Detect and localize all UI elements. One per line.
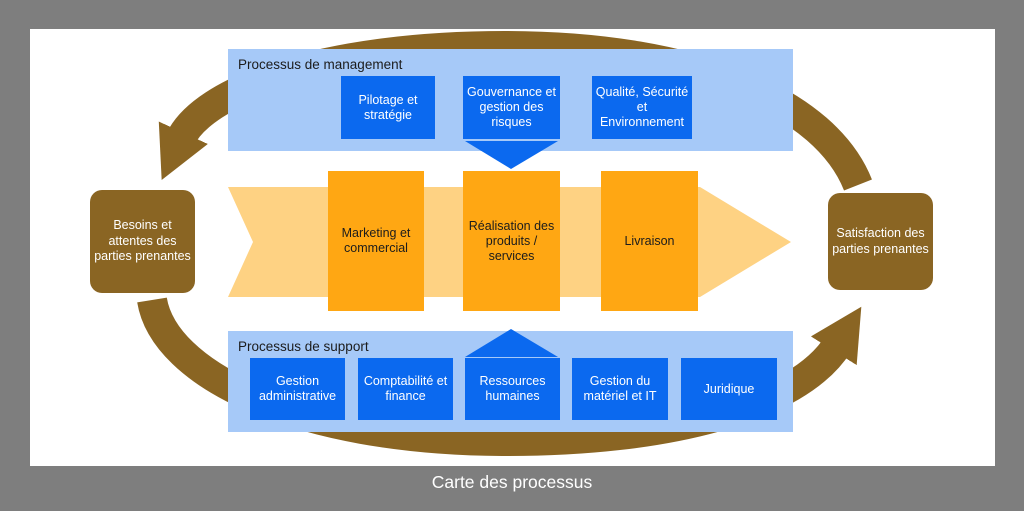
step-marketing: Marketing et commercial — [328, 171, 424, 311]
management-box-gouvernance: Gouvernance et gestion des risques — [463, 76, 560, 139]
management-panel: Processus de management Pilotage et stra… — [228, 49, 793, 151]
management-to-core-arrow — [465, 141, 558, 169]
step-realisation: Réalisation des produits / services — [463, 171, 560, 311]
support-box-gestion-administrative: Gestion administrative — [250, 358, 345, 420]
step-livraison: Livraison — [601, 171, 698, 311]
support-panel-label: Processus de support — [238, 339, 369, 354]
support-to-core-arrow — [465, 329, 558, 357]
support-box-juridique: Juridique — [681, 358, 777, 420]
output-box-satisfaction: Satisfaction des parties prenantes — [828, 193, 933, 290]
support-box-ressources-humaines: Ressources humaines — [465, 358, 560, 420]
support-panel: Processus de support Gestion administrat… — [228, 331, 793, 432]
management-box-qualite: Qualité, Sécurité et Environnement — [592, 76, 692, 139]
support-box-comptabilite: Comptabilité et finance — [358, 358, 453, 420]
input-box-besoins: Besoins et attentes des parties prenante… — [90, 190, 195, 293]
diagram-caption: Carte des processus — [431, 472, 593, 492]
management-panel-label: Processus de management — [238, 57, 403, 72]
management-box-pilotage: Pilotage et stratégie — [341, 76, 435, 139]
support-box-materiel-it: Gestion du matériel et IT — [572, 358, 668, 420]
